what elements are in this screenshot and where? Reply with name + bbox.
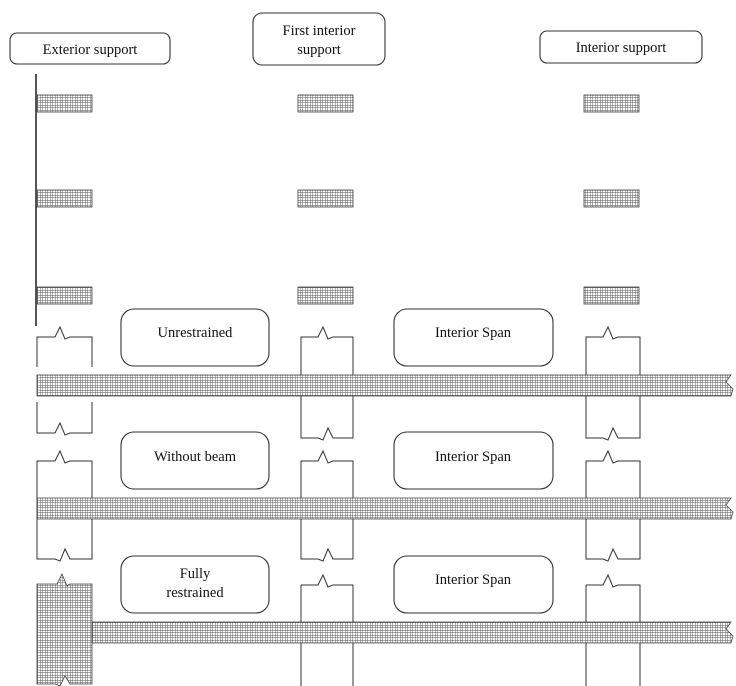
slab-section-first-interior-3 [297, 286, 354, 305]
row-unrestrained: Unrestrained Interior Span [36, 308, 734, 441]
slab-section-first-interior-2 [297, 189, 354, 208]
slab-sections [36, 94, 640, 305]
slab-section-interior-3 [583, 286, 640, 305]
end-condition-label-without-beam: Without beam [154, 449, 237, 465]
column-first-interior [301, 573, 354, 686]
end-condition-box-fully-restrained [120, 555, 270, 614]
slab-section-first-interior-1 [297, 94, 354, 113]
slab-section-exterior-3 [36, 286, 93, 305]
span-box-1 [393, 308, 554, 367]
column-interior [585, 449, 641, 562]
span-box-2 [393, 431, 554, 490]
column-first-interior [300, 449, 354, 562]
column-first-interior [300, 325, 354, 441]
slab-strip-fully-restrained [91, 621, 734, 644]
span-label-2: Interior Span [435, 449, 512, 465]
header-exterior-support: Exterior support [9, 32, 171, 65]
end-condition-label-fully-restrained-line2: restrained [166, 585, 224, 601]
column-exterior [36, 449, 93, 562]
end-condition-label-unrestrained: Unrestrained [158, 325, 234, 341]
end-condition-box-without-beam [120, 431, 270, 490]
span-label-1: Interior Span [435, 325, 512, 341]
header-interior-support: Interior support [539, 30, 703, 64]
span-label-3: Interior Span [435, 572, 512, 588]
edge-wall-fully-restrained [36, 573, 93, 686]
slab-strip-without-beam [36, 497, 734, 520]
end-condition-label-fully-restrained-line1: Fully [180, 566, 211, 582]
column-interior [585, 325, 641, 441]
column-interior [586, 573, 641, 686]
header-first-interior-label-line2: support [297, 42, 341, 58]
span-box-3 [393, 555, 554, 614]
row-without-beam: Without beam Interior Span [36, 431, 734, 562]
slab-section-exterior-1 [36, 94, 93, 113]
slab-section-interior-2 [583, 189, 640, 208]
end-condition-box-unrestrained [120, 308, 270, 367]
header-first-interior-label-line1: First interior [283, 23, 356, 39]
slab-section-interior-1 [583, 94, 640, 113]
slab-strip-unrestrained [36, 374, 734, 397]
slab-section-exterior-2 [36, 189, 93, 208]
header-exterior-label: Exterior support [43, 42, 138, 58]
column-exterior-above [36, 325, 93, 367]
column-exterior-below [36, 402, 93, 436]
row-fully-restrained: Fully restrained Interior Span [36, 555, 734, 686]
header-interior-label: Interior support [576, 40, 667, 56]
header-first-interior-support: First interior support [252, 12, 386, 66]
